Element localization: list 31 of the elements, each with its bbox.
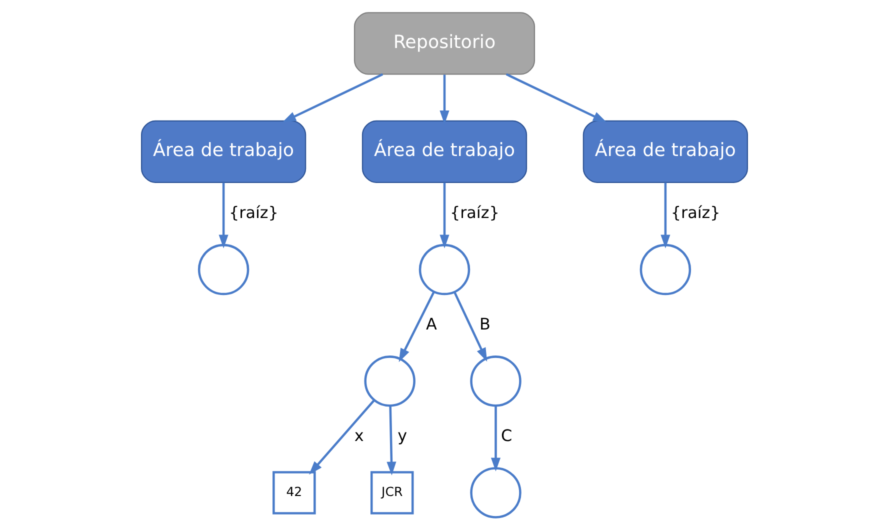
arrow (398, 291, 435, 362)
node-box: Área de trabajo (140, 120, 306, 183)
node-circle (364, 356, 416, 407)
node-circle (470, 356, 522, 407)
node-circle (198, 244, 250, 296)
node-box: Área de trabajo (362, 120, 528, 183)
edge-label: x (354, 426, 364, 446)
arrow (490, 406, 501, 472)
arrow (218, 182, 228, 248)
arrow (440, 182, 450, 248)
arrow (440, 74, 450, 124)
arrow (282, 73, 384, 122)
arrow (386, 406, 396, 476)
node-circle (418, 244, 470, 296)
node-circle (640, 244, 692, 296)
edge-label: {raíz} (670, 202, 720, 222)
node-box: 42 (272, 471, 316, 514)
arrow (309, 400, 375, 475)
arrow (660, 182, 670, 248)
edge-label: {raíz} (450, 202, 500, 222)
edge-label: A (426, 314, 437, 334)
edge-label: B (479, 314, 490, 334)
edge-label: y (398, 426, 408, 446)
node-box: Repositorio (354, 12, 536, 75)
arrow (454, 292, 488, 362)
node-circle (470, 467, 522, 518)
edge-label: {raíz} (229, 202, 278, 222)
arrow (506, 73, 607, 122)
edge-label: C (501, 426, 512, 446)
node-box: Área de trabajo (582, 120, 748, 183)
node-box: JCR (370, 471, 414, 514)
